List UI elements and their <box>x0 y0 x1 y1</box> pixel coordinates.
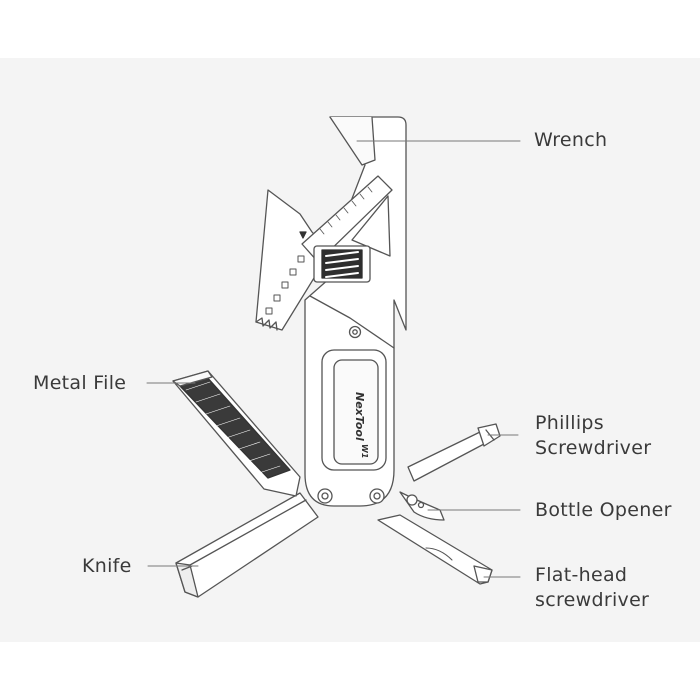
phillips-screwdriver <box>407 423 501 482</box>
tool-body <box>301 116 407 507</box>
bottle-opener <box>399 491 445 521</box>
label-metal-file: Metal File <box>33 372 127 394</box>
wrench-scale <box>319 186 373 235</box>
label-wrench: Wrench <box>534 129 608 151</box>
flat-head-screwdriver <box>377 514 493 585</box>
label-phillips-screwdriver: Phillips Screwdriver <box>535 412 652 459</box>
brand-text: NexTool <box>353 392 366 441</box>
metal-file <box>172 370 301 497</box>
wrench-worm-gear <box>313 245 371 283</box>
model-text: W1 <box>360 444 369 458</box>
knife-blade <box>175 492 319 598</box>
file-texture <box>185 381 281 475</box>
label-bottle-opener: Bottle Opener <box>535 499 672 521</box>
label-flat-head-screwdriver: Flat-head screwdriver <box>535 564 650 611</box>
leader-lines <box>146 140 521 578</box>
label-knife: Knife <box>82 555 132 577</box>
